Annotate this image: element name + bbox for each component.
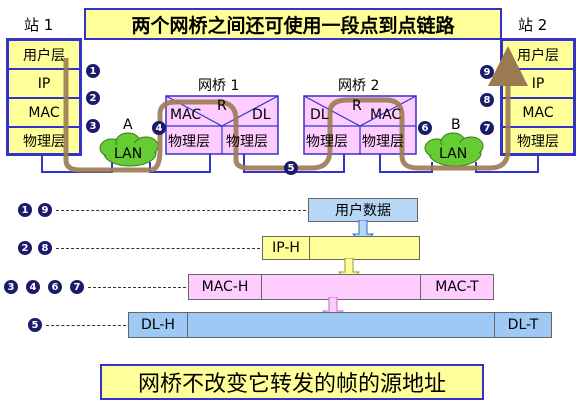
step-8-marker: 8 xyxy=(480,93,494,107)
user-data-frame: 用户数据 xyxy=(308,198,418,222)
ip-payload-box xyxy=(309,236,420,260)
lan-a-cloud xyxy=(99,132,159,167)
bridge-1-dl: DL xyxy=(252,107,271,123)
row1-dash xyxy=(56,210,306,211)
dl-payload-box xyxy=(187,312,495,338)
step-5-marker: 5 xyxy=(284,161,298,175)
row4-dash xyxy=(46,325,126,326)
row2-step-2: 2 xyxy=(18,241,32,255)
bridge-1-label: 网桥 1 xyxy=(198,78,240,94)
station-1-label: 站 1 xyxy=(24,16,54,34)
bridge-1-phy-left: 物理层 xyxy=(168,134,210,150)
bridge-1 xyxy=(165,95,279,155)
row4-step-5: 5 xyxy=(28,318,42,332)
bridge-2-phy-left: 物理层 xyxy=(306,134,348,150)
lan-a-label: LAN xyxy=(114,146,143,162)
row3-step-4: 4 xyxy=(26,280,40,294)
step-7-marker: 7 xyxy=(480,121,494,135)
step-9-marker: 9 xyxy=(480,65,494,79)
bridge-1-mac: MAC xyxy=(170,107,202,123)
dl-header-box: DL-H xyxy=(128,312,188,338)
bridge-2-dl: DL xyxy=(310,107,329,123)
mac-header-box: MAC-H xyxy=(188,274,262,300)
dl-trailer-box: DL-T xyxy=(494,312,552,338)
row3-step-3: 3 xyxy=(4,280,18,294)
bridge-1-r: R xyxy=(217,98,227,114)
lan-b-letter: B xyxy=(451,117,461,133)
row1-step-9: 9 xyxy=(38,203,52,217)
data-path xyxy=(63,46,528,173)
step-6-marker: 6 xyxy=(418,121,432,135)
row3-dash xyxy=(88,287,186,288)
bridge-2-r: R xyxy=(352,98,362,114)
mac-trailer-box: MAC-T xyxy=(420,274,494,300)
page-title: 两个网桥之间还可使用一段点到点链路 xyxy=(84,8,502,40)
bridge-2-phy-right: 物理层 xyxy=(362,134,404,150)
station-2-physical-layer: 物理层 xyxy=(502,127,574,154)
step-4-marker: 4 xyxy=(152,121,166,135)
bridge-2-mac: MAC xyxy=(370,107,402,123)
row3-step-6: 6 xyxy=(48,280,62,294)
row3-step-7: 7 xyxy=(70,280,84,294)
step-2-marker: 2 xyxy=(86,91,100,105)
lan-a-letter: A xyxy=(123,117,133,133)
row1-step-1: 1 xyxy=(18,203,32,217)
ip-header-box: IP-H xyxy=(262,236,310,260)
row2-dash xyxy=(56,248,260,249)
row2-step-8: 8 xyxy=(38,241,52,255)
link-lanA-bridge1 xyxy=(149,154,211,173)
lan-b-cloud xyxy=(424,132,484,167)
step-3-marker: 3 xyxy=(86,119,100,133)
footer-note: 网桥不改变它转发的帧的源地址 xyxy=(100,364,484,400)
lan-b-label: LAN xyxy=(439,146,468,162)
step-1-marker: 1 xyxy=(86,64,100,78)
station-2-mac-layer: MAC xyxy=(502,98,574,127)
station-2-label: 站 2 xyxy=(518,16,548,34)
bridge-1-phy-right: 物理层 xyxy=(226,134,268,150)
bridge-2-label: 网桥 2 xyxy=(338,78,380,94)
